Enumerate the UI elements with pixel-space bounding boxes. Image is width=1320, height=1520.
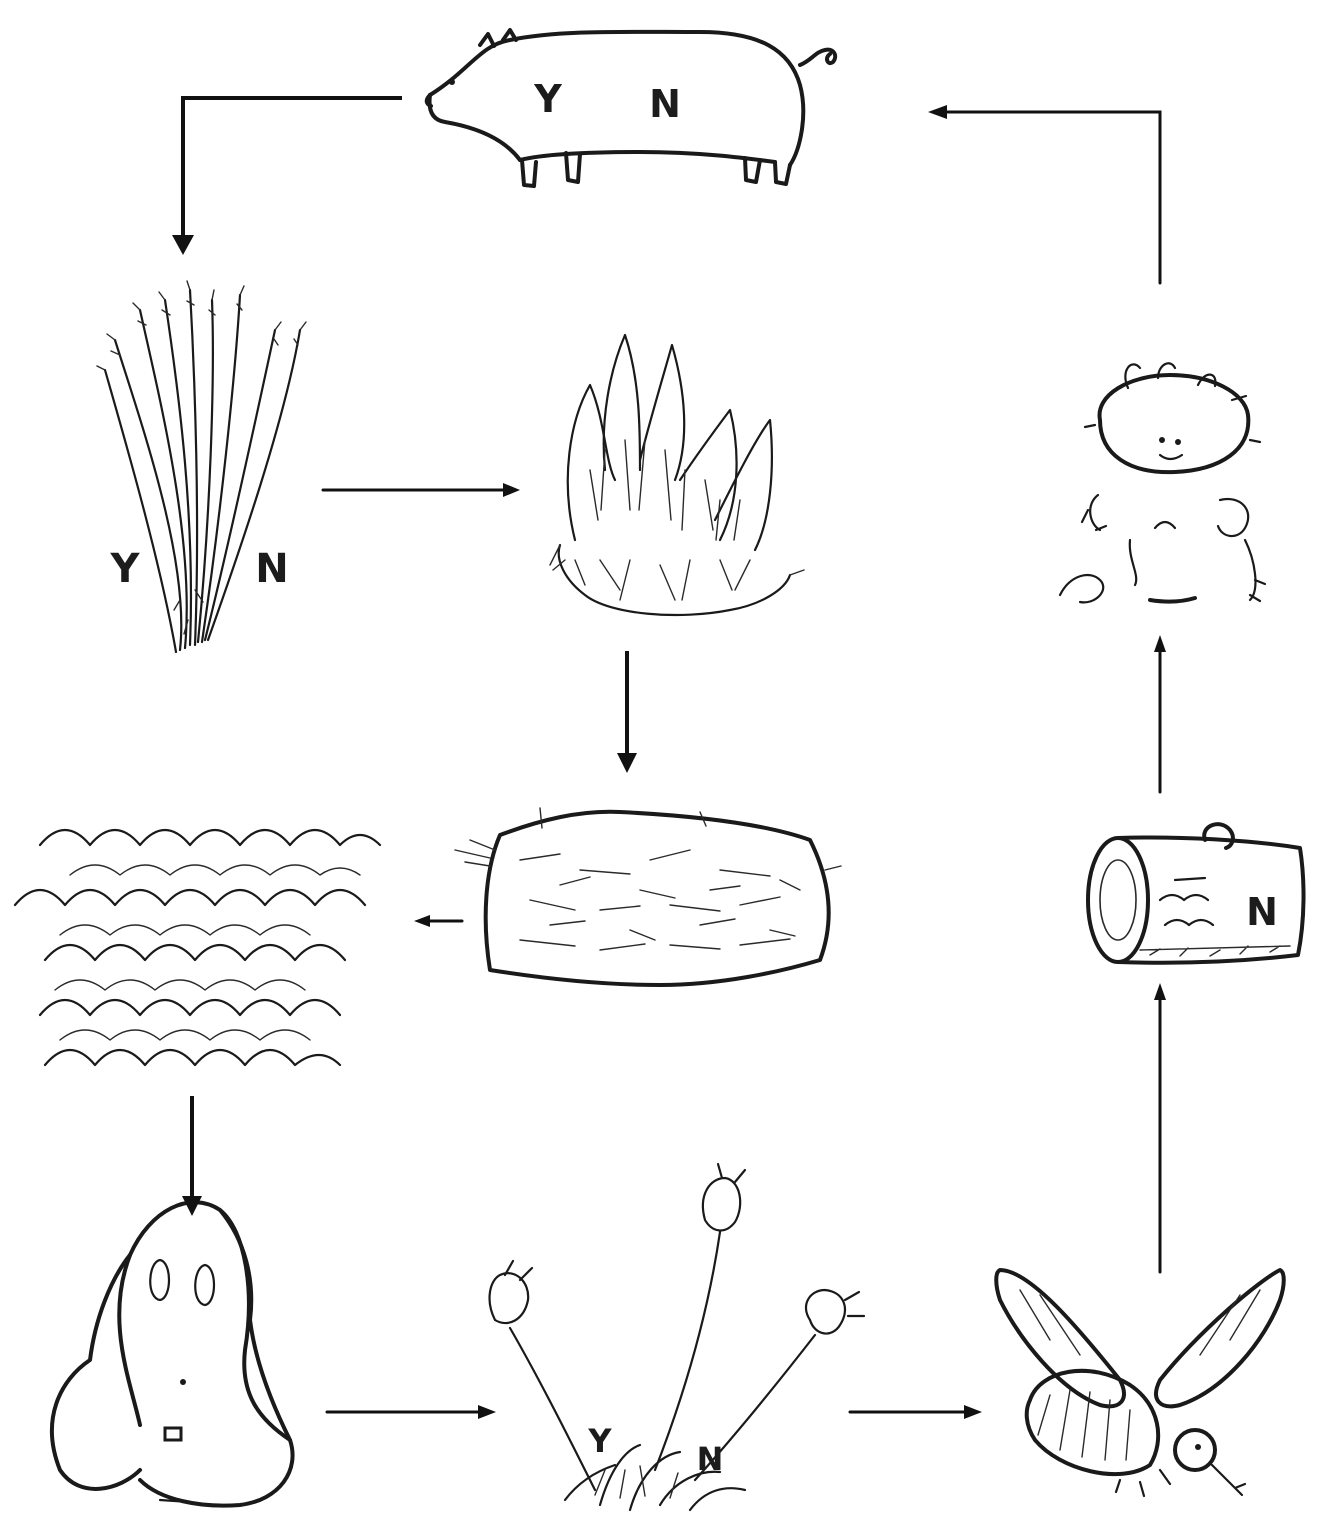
water-drawing	[15, 830, 380, 1065]
rabbit-node	[52, 1202, 293, 1505]
arrow-fire-to-ash	[617, 653, 637, 773]
flowers-node: Y N	[490, 1164, 864, 1510]
flowers-label-y: Y	[587, 1422, 612, 1460]
arrow-flowers-to-bee	[850, 1405, 982, 1419]
grain-label-y: Y	[110, 546, 141, 592]
flowers-label-n: N	[697, 1440, 724, 1478]
baby-node	[1060, 363, 1265, 602]
arrow-ash-to-water	[414, 915, 462, 927]
arrow-pig-to-grain	[172, 98, 400, 255]
pig-label-y: Y	[533, 77, 562, 121]
log-node: N	[1088, 824, 1304, 963]
bee-node	[996, 1270, 1284, 1496]
pig-node: Y N	[427, 30, 835, 186]
ash-drawing	[455, 808, 841, 985]
arrow-log-to-baby	[1154, 635, 1166, 792]
grain-label-n: N	[255, 546, 288, 592]
flowers-drawing	[490, 1164, 864, 1510]
bee-drawing	[996, 1270, 1284, 1496]
arrow-water-to-rabbit	[182, 1098, 202, 1216]
fire-drawing	[550, 335, 804, 615]
arrow-rabbit-to-flowers	[327, 1405, 496, 1419]
arrow-baby-to-pig	[928, 105, 1160, 283]
edges	[172, 98, 1166, 1419]
rabbit-drawing	[52, 1202, 293, 1505]
pig-label-n: N	[649, 82, 681, 126]
grain-node: Y N	[97, 281, 306, 652]
arrow-grain-to-fire	[323, 483, 520, 497]
grain-drawing	[97, 281, 306, 652]
pig-drawing	[427, 30, 835, 186]
fire-node	[550, 335, 804, 615]
ash-node	[455, 808, 841, 985]
log-label-n: N	[1246, 890, 1278, 934]
baby-drawing	[1060, 363, 1265, 602]
water-node	[15, 830, 380, 1065]
arrow-bee-to-log	[1154, 983, 1166, 1272]
